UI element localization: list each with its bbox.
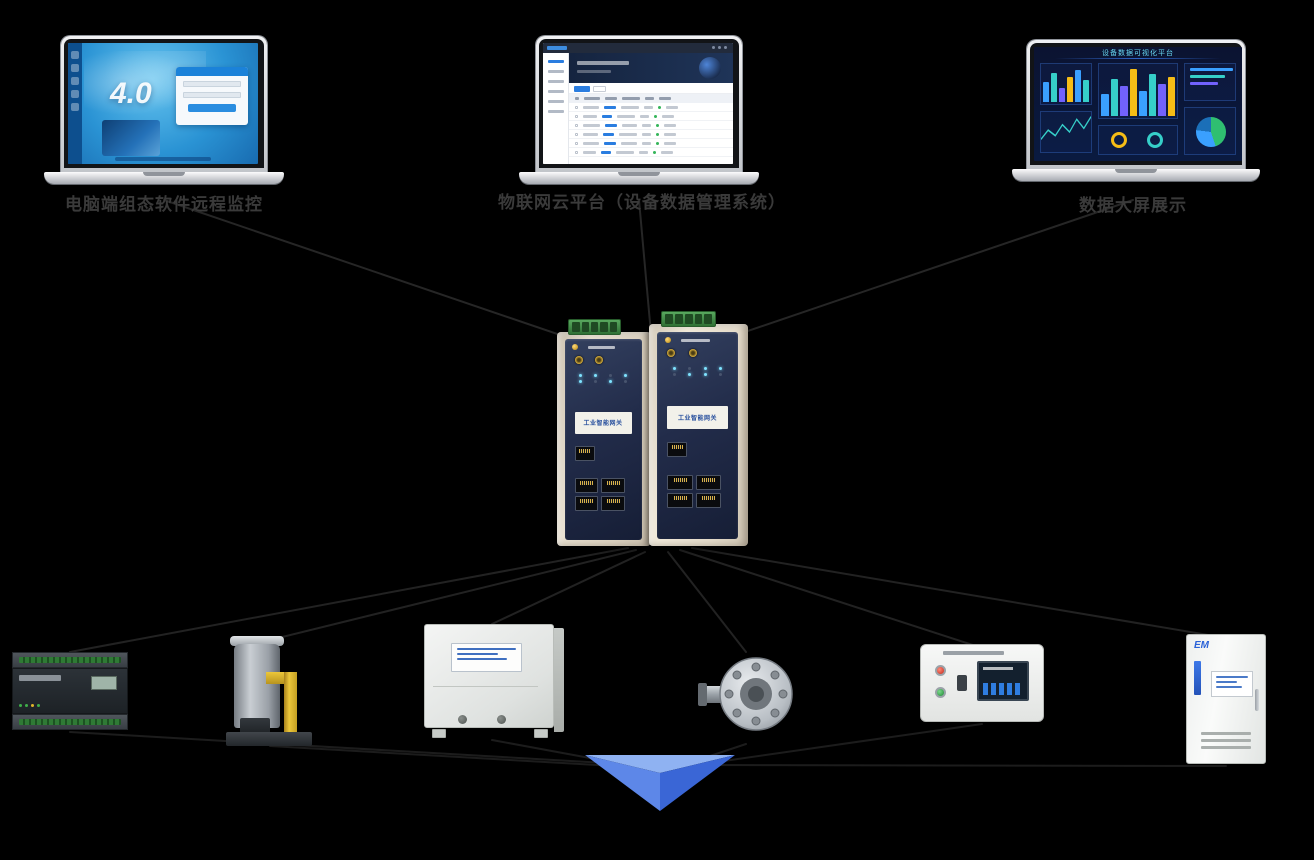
- start-button-icon: [935, 687, 946, 698]
- login-dialog-titlebar: [176, 67, 248, 76]
- status-leds: [668, 367, 726, 377]
- scada-version-text: 4.0: [110, 77, 152, 110]
- mounting-tab: [534, 729, 548, 738]
- antenna-connector-icon: [689, 349, 698, 358]
- username-field: [183, 81, 241, 87]
- box-front-face: [424, 624, 554, 728]
- lan-ports: [574, 477, 626, 511]
- laptop-base: [519, 172, 759, 184]
- add-button: [574, 86, 590, 92]
- box-side-face: [554, 628, 564, 732]
- burner-base: [226, 732, 312, 746]
- label-big-screen: 数据大屏展示: [1079, 196, 1187, 215]
- antenna-connector-icon: [667, 349, 676, 358]
- laptop-base: [44, 172, 284, 184]
- platform-logo: [547, 46, 567, 50]
- label-cloud-platform: 物联网云平台（设备数据管理系统）: [498, 193, 786, 212]
- dash-line-chart: [1040, 111, 1092, 153]
- wan-port: [667, 441, 688, 457]
- panel-body: [920, 644, 1044, 722]
- cabinet-blue-stripe: [1194, 661, 1201, 695]
- burner-unit: [226, 636, 312, 746]
- field-control-box: [424, 620, 564, 738]
- plc-terminal-strip: [12, 652, 128, 668]
- dashboard-screen: 设备数据可视化平台: [1034, 47, 1242, 161]
- dash-pie-chart: [1196, 117, 1226, 147]
- export-button: [593, 86, 606, 92]
- laptop-scada: 4.0: [44, 36, 284, 184]
- lan-ports: [667, 474, 722, 508]
- stop-button-icon: [935, 665, 946, 676]
- status-leds: [575, 373, 631, 383]
- label-scada-software: 电脑端组态软件远程监控: [65, 195, 263, 214]
- gas-pipe: [284, 672, 297, 732]
- selector-switch-icon: [957, 675, 967, 691]
- cable-gland-icon: [458, 715, 468, 724]
- dash-bars-left: [1041, 64, 1091, 104]
- wan-port: [574, 445, 595, 461]
- terminal-block: [660, 311, 717, 327]
- gateway-right: 工业智能网关: [649, 311, 748, 546]
- terminal-block: [568, 319, 621, 335]
- cabinet-door: EM: [1186, 634, 1266, 764]
- panel-hmi-display: [977, 661, 1029, 701]
- ventilation-slots: [1201, 732, 1251, 753]
- plc-terminal-strip: [12, 714, 128, 730]
- scada-footer-text: [115, 157, 211, 161]
- antenna-connector-icon: [574, 356, 583, 365]
- burner-motor: [240, 718, 270, 736]
- operator-photo: [102, 120, 160, 156]
- platform-navbar: [543, 43, 733, 53]
- gateway-label: 工业智能网关: [667, 406, 728, 430]
- control-cabinet: EM: [1186, 634, 1266, 764]
- scada-screen: 4.0: [68, 43, 258, 164]
- login-dialog: [176, 67, 248, 125]
- laptop-cloud-platform: [519, 36, 759, 184]
- brand-logo-icon: [665, 336, 672, 343]
- gateway-front-panel: 工业智能网关: [656, 331, 739, 540]
- instrument-panel: [920, 644, 1044, 722]
- motor-actuator: [698, 648, 794, 742]
- platform-sidebar: [543, 53, 569, 164]
- cabinet-nameplate: [1211, 671, 1253, 697]
- burner-cylinder: [234, 644, 280, 728]
- blue-pyramid-marker: [585, 753, 735, 813]
- mounting-tab: [432, 729, 446, 738]
- dash-gauges: [1098, 125, 1178, 155]
- login-button: [188, 104, 236, 112]
- plc-body: [12, 668, 128, 714]
- antenna-connector-icon: [595, 356, 604, 365]
- dash-bars-mid: [1099, 64, 1177, 118]
- plc-display: [91, 676, 117, 690]
- password-field: [183, 92, 241, 98]
- gateway-body: 工业智能网关: [557, 332, 651, 546]
- tech-globe-graphic: [699, 57, 721, 79]
- cable-gland-icon: [496, 715, 506, 724]
- door-handle-icon: [1255, 689, 1259, 711]
- laptop-dashboard: 设备数据可视化平台: [1012, 40, 1260, 181]
- platform-banner: [569, 53, 733, 83]
- laptop-base: [1012, 169, 1260, 181]
- burner-flange: [230, 636, 284, 646]
- dash-hbars: [1184, 63, 1236, 101]
- device-table: [569, 94, 733, 164]
- plc-controller: [12, 652, 128, 730]
- gateway-left: 工业智能网关: [557, 319, 651, 546]
- cabinet-brand-logo: EM: [1194, 640, 1209, 651]
- scada-sidebar: [68, 43, 82, 164]
- gateway-label: 工业智能网关: [574, 411, 632, 434]
- gateway-front-panel: 工业智能网关: [564, 339, 642, 540]
- nameplate: [450, 643, 523, 672]
- dashboard-title: 设备数据可视化平台: [1102, 50, 1174, 57]
- brand-logo-icon: [572, 344, 579, 351]
- platform-toolbar: [569, 83, 733, 94]
- gateway-body: 工业智能网关: [649, 324, 748, 546]
- cloud-platform-screen: [543, 43, 733, 164]
